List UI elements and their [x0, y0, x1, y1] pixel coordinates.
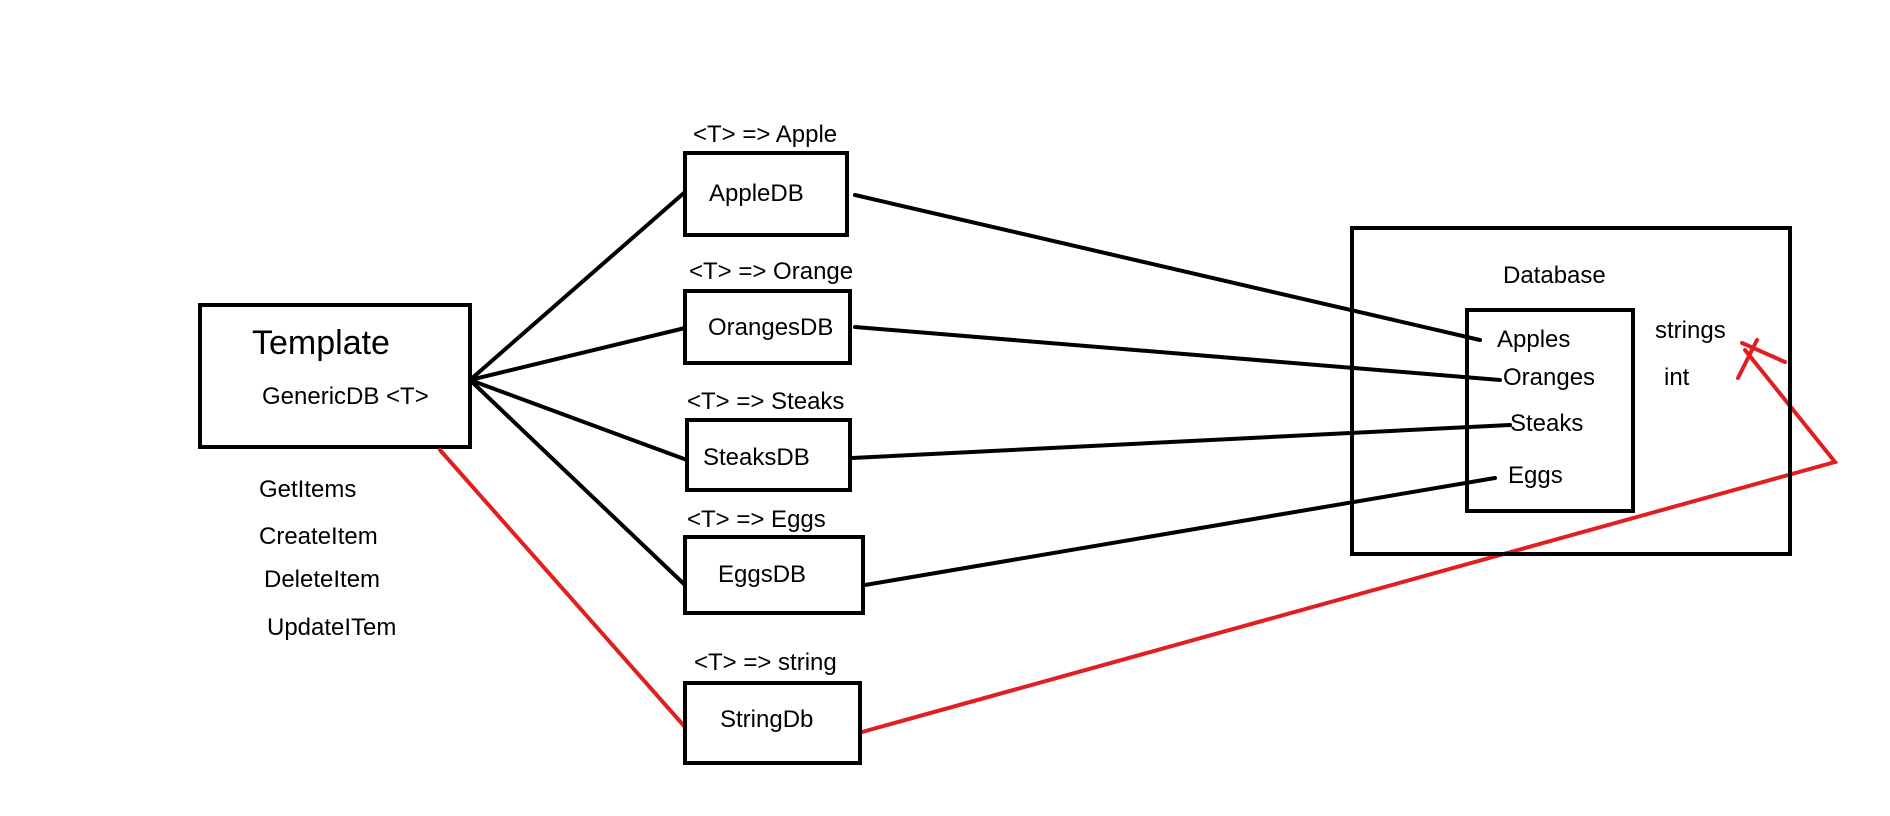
database-box — [1350, 226, 1792, 556]
table-steaks: Steaks — [1510, 410, 1583, 437]
db-node-steaksdb[interactable]: <T> => Steaks SteaksDB — [685, 388, 852, 492]
edge-template-stringdb — [438, 448, 687, 729]
db-name-orangesdb: OrangesDB — [708, 314, 833, 341]
edge-stringdb-strings — [860, 348, 1839, 734]
edge-eggsdb-eggs — [863, 476, 1497, 587]
table-oranges: Oranges — [1503, 364, 1595, 391]
db-name-steaksdb: SteaksDB — [703, 444, 810, 471]
db-type-label-orange: <T> => Orange — [689, 258, 853, 285]
db-table-connectors — [850, 193, 1512, 587]
db-name-stringdb: StringDb — [720, 706, 813, 733]
method-create-item: CreateItem — [259, 523, 378, 550]
database-title: Database — [1503, 262, 1606, 289]
edge-orangesdb-oranges — [853, 325, 1502, 382]
db-box-eggsdb — [683, 535, 865, 615]
method-delete-item: DeleteItem — [264, 566, 380, 593]
template-node[interactable]: Template GenericDB <T> — [198, 303, 472, 449]
type-strings: strings — [1655, 317, 1726, 344]
db-type-label-eggs: <T> => Eggs — [687, 506, 826, 533]
db-type-label-string: <T> => string — [694, 649, 837, 676]
edge-template-steaksdb — [468, 378, 689, 462]
method-get-items: GetItems — [259, 476, 356, 503]
string-connectors — [438, 338, 1839, 734]
db-type-label-apple: <T> => Apple — [693, 121, 837, 148]
edge-steaksdb-steaks — [850, 423, 1512, 460]
template-connectors — [468, 190, 689, 587]
table-eggs: Eggs — [1508, 462, 1563, 489]
db-node-stringdb[interactable]: <T> => string StringDb — [683, 649, 862, 765]
reject-mark-stroke-a — [1740, 341, 1787, 364]
database-tables-box — [1465, 308, 1635, 513]
db-node-orangesdb[interactable]: <T> => Orange OrangesDB — [683, 258, 853, 365]
edge-template-orangesdb — [468, 326, 687, 382]
db-type-label-steaks: <T> => Steaks — [687, 388, 844, 415]
template-methods: GetItems CreateItem DeleteItem UpdateITe… — [259, 476, 396, 641]
type-int: int — [1664, 364, 1690, 391]
db-box-appledb — [683, 151, 849, 237]
db-name-appledb: AppleDB — [709, 180, 804, 207]
db-name-eggsdb: EggsDB — [718, 561, 806, 588]
reject-mark-stroke-b — [1736, 338, 1759, 380]
db-node-appledb[interactable]: <T> => Apple AppleDB — [683, 121, 849, 237]
edge-template-eggsdb — [468, 378, 687, 587]
db-node-eggsdb[interactable]: <T> => Eggs EggsDB — [683, 506, 865, 615]
template-box — [198, 303, 472, 449]
db-box-orangesdb — [683, 289, 852, 365]
db-box-steaksdb — [685, 418, 852, 492]
template-subtitle: GenericDB <T> — [262, 383, 429, 410]
edge-template-appledb — [468, 190, 687, 382]
db-box-stringdb — [683, 681, 862, 765]
method-update-item: UpdateITem — [267, 614, 396, 641]
database-node[interactable]: Database Apples Oranges Steaks Eggs stri… — [1350, 226, 1792, 556]
template-title: Template — [252, 324, 390, 362]
edge-appledb-apples — [853, 193, 1482, 342]
table-apples: Apples — [1497, 326, 1570, 353]
